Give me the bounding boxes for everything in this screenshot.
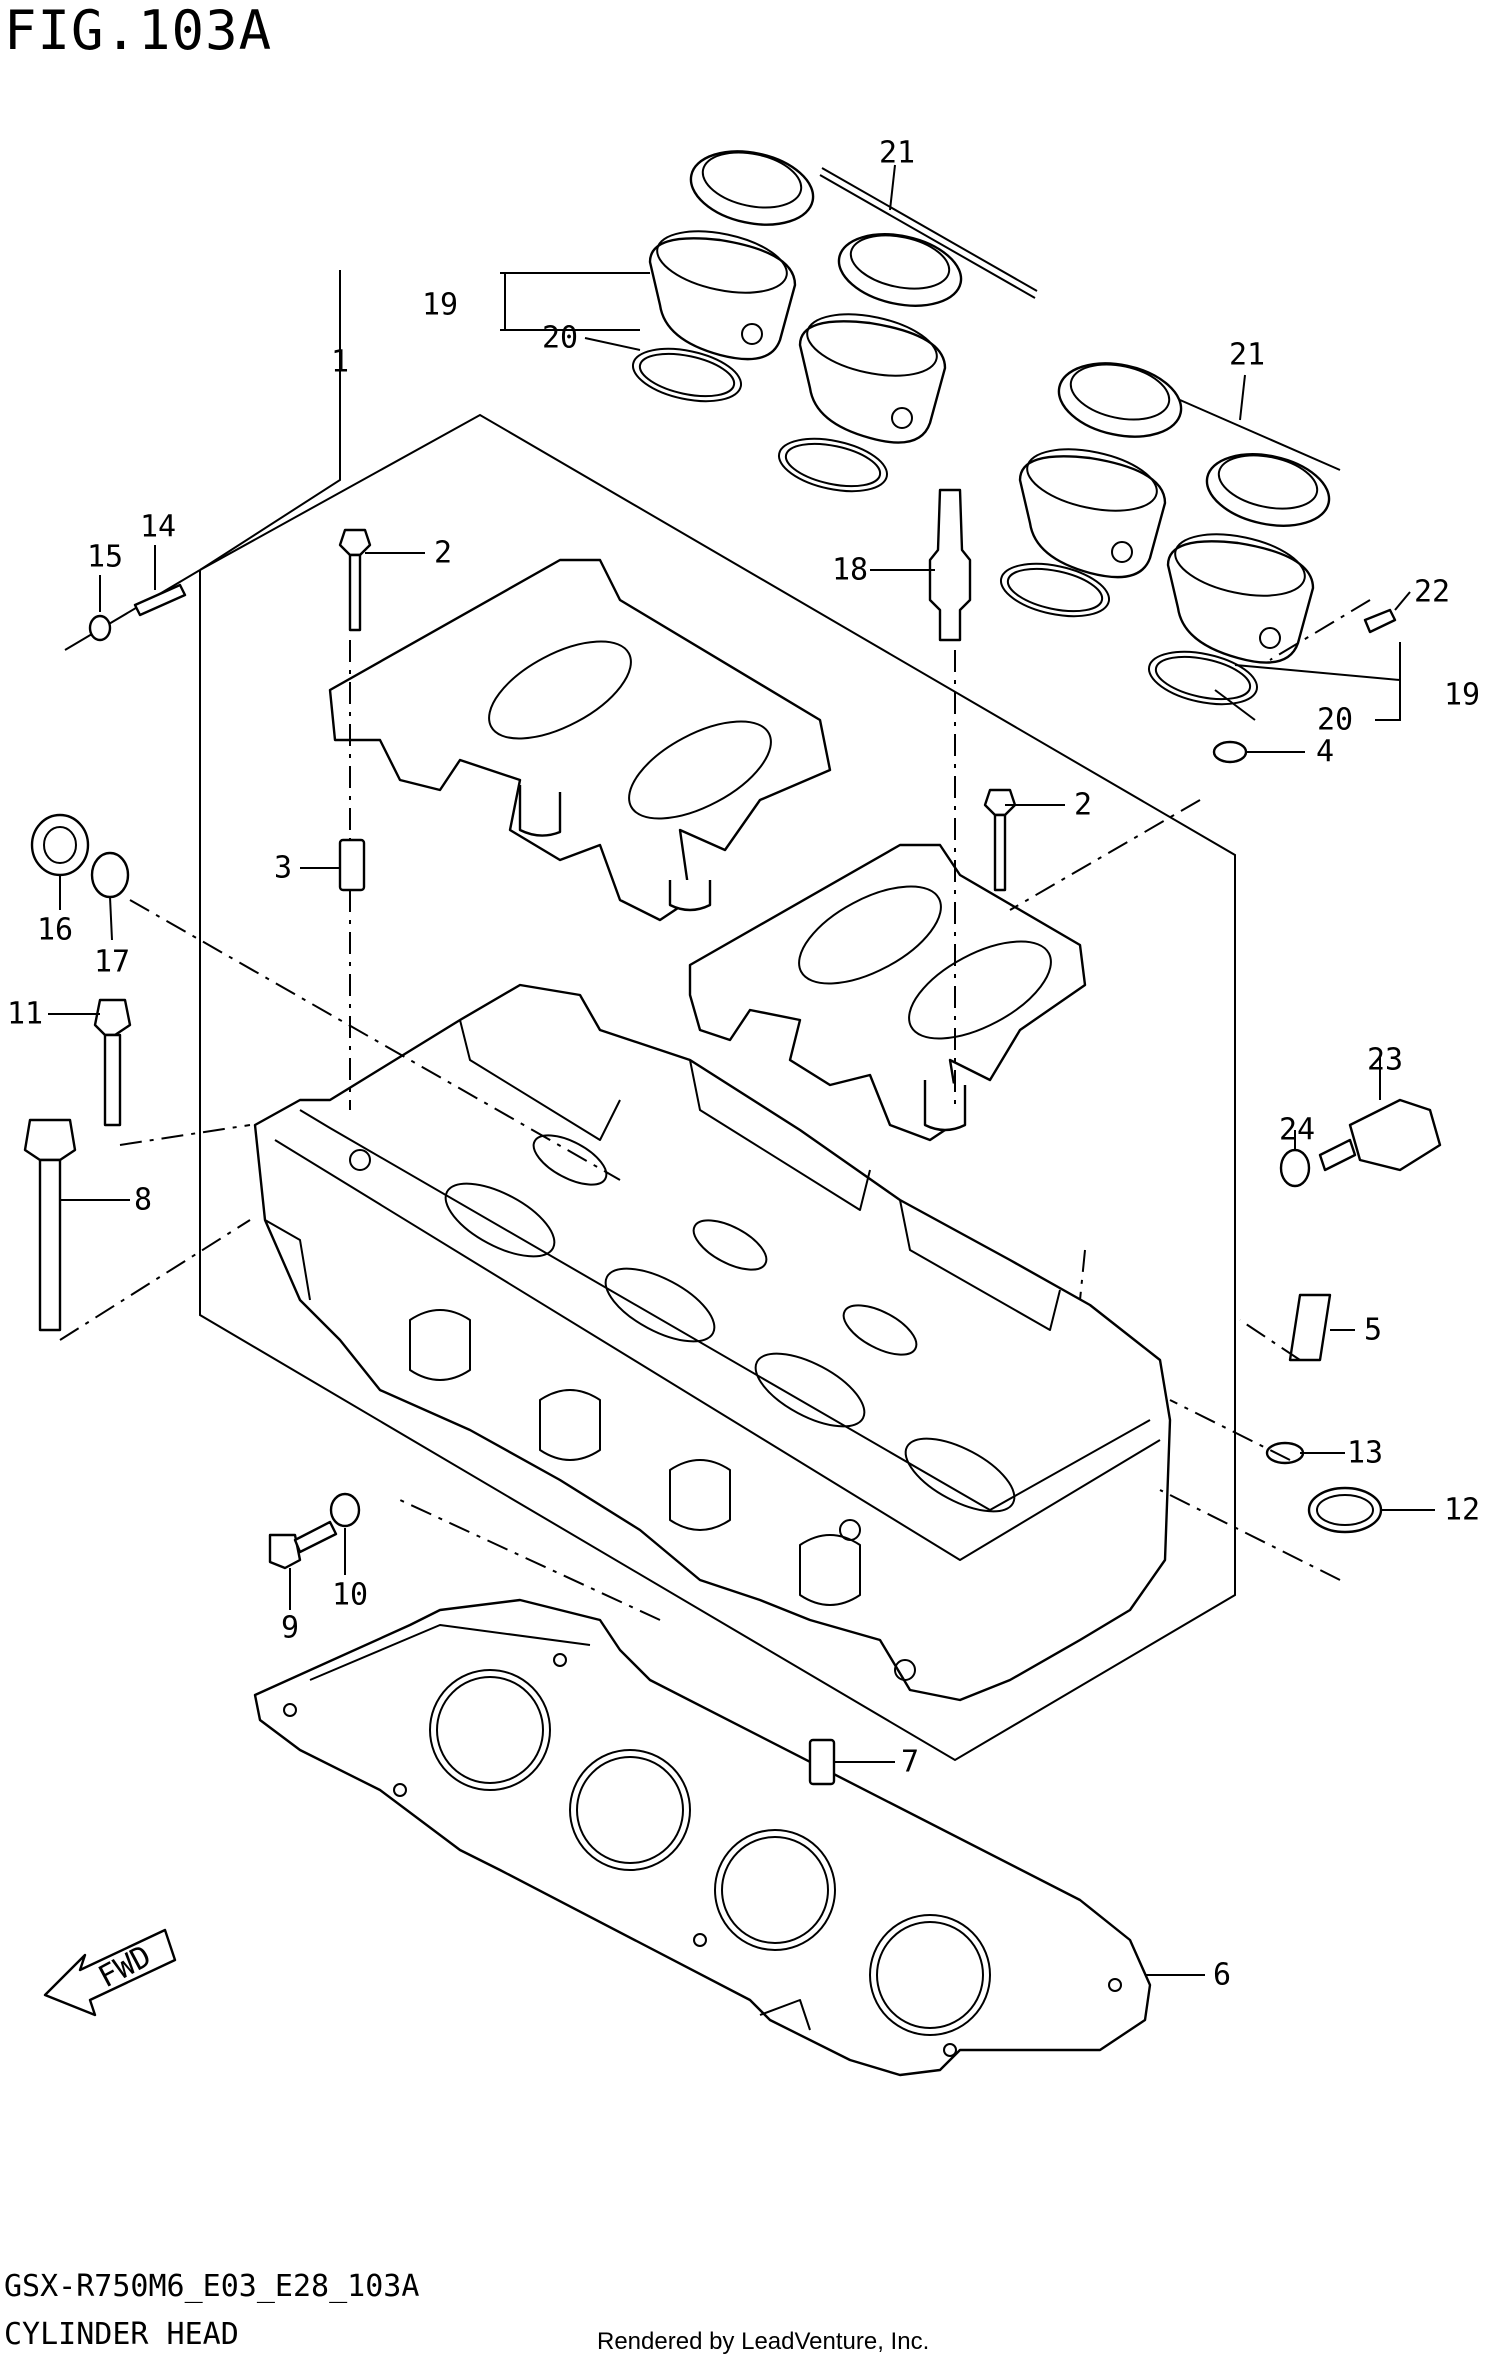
callout-6: 6 bbox=[1213, 1958, 1231, 1993]
callout-3: 3 bbox=[274, 851, 292, 886]
callout-15: 15 bbox=[87, 540, 123, 575]
figure-name: CYLINDER HEAD bbox=[4, 2317, 239, 2352]
intake-holder-front bbox=[688, 843, 1087, 1142]
callout-1: 1 bbox=[331, 345, 349, 380]
callout-21: 21 bbox=[1229, 338, 1265, 373]
callout-12: 12 bbox=[1444, 1493, 1480, 1528]
callout-19: 19 bbox=[1444, 678, 1480, 713]
cylinder-head-gasket bbox=[253, 1598, 1152, 2077]
callout-11: 11 bbox=[7, 997, 43, 1032]
leader-lines bbox=[48, 164, 1435, 1976]
callout-22: 22 bbox=[1414, 575, 1450, 610]
callout-24: 24 bbox=[1279, 1113, 1315, 1148]
callout-19: 19 bbox=[422, 288, 458, 323]
intake-holder-rear bbox=[328, 558, 832, 922]
callout-9: 9 bbox=[281, 1611, 299, 1646]
callout-2: 2 bbox=[434, 536, 452, 571]
callout-20: 20 bbox=[542, 321, 578, 356]
callout-21: 21 bbox=[879, 136, 915, 171]
model-code: GSX-R750M6_E03_E28_103A bbox=[4, 2269, 420, 2304]
callout-13: 13 bbox=[1347, 1436, 1383, 1471]
assembly-outline bbox=[64, 413, 1236, 1762]
intake-funnel-set bbox=[631, 150, 1341, 706]
assembly-lines bbox=[59, 599, 1371, 1621]
callout-labels: 1 2 2 3 4 5 6 7 8 9 10 11 12 13 14 15 16… bbox=[7, 136, 1480, 1993]
callout-7: 7 bbox=[901, 1745, 919, 1780]
callout-17: 17 bbox=[94, 945, 130, 980]
fwd-arrow-icon: FWD bbox=[43, 1928, 177, 2017]
callout-5: 5 bbox=[1364, 1313, 1382, 1348]
small-parts bbox=[23, 488, 1442, 1786]
callout-14: 14 bbox=[140, 510, 176, 545]
callout-18: 18 bbox=[832, 553, 868, 588]
callout-10: 10 bbox=[332, 1578, 368, 1613]
cylinder-head bbox=[253, 983, 1172, 1702]
callout-16: 16 bbox=[37, 913, 73, 948]
figure-title: FIG.103A bbox=[4, 0, 273, 62]
callout-2: 2 bbox=[1074, 788, 1092, 823]
render-credit: Rendered by LeadVenture, Inc. bbox=[597, 2328, 930, 2355]
callout-20: 20 bbox=[1317, 703, 1353, 738]
callout-8: 8 bbox=[134, 1183, 152, 1218]
callout-4: 4 bbox=[1316, 735, 1334, 770]
callout-23: 23 bbox=[1367, 1043, 1403, 1078]
